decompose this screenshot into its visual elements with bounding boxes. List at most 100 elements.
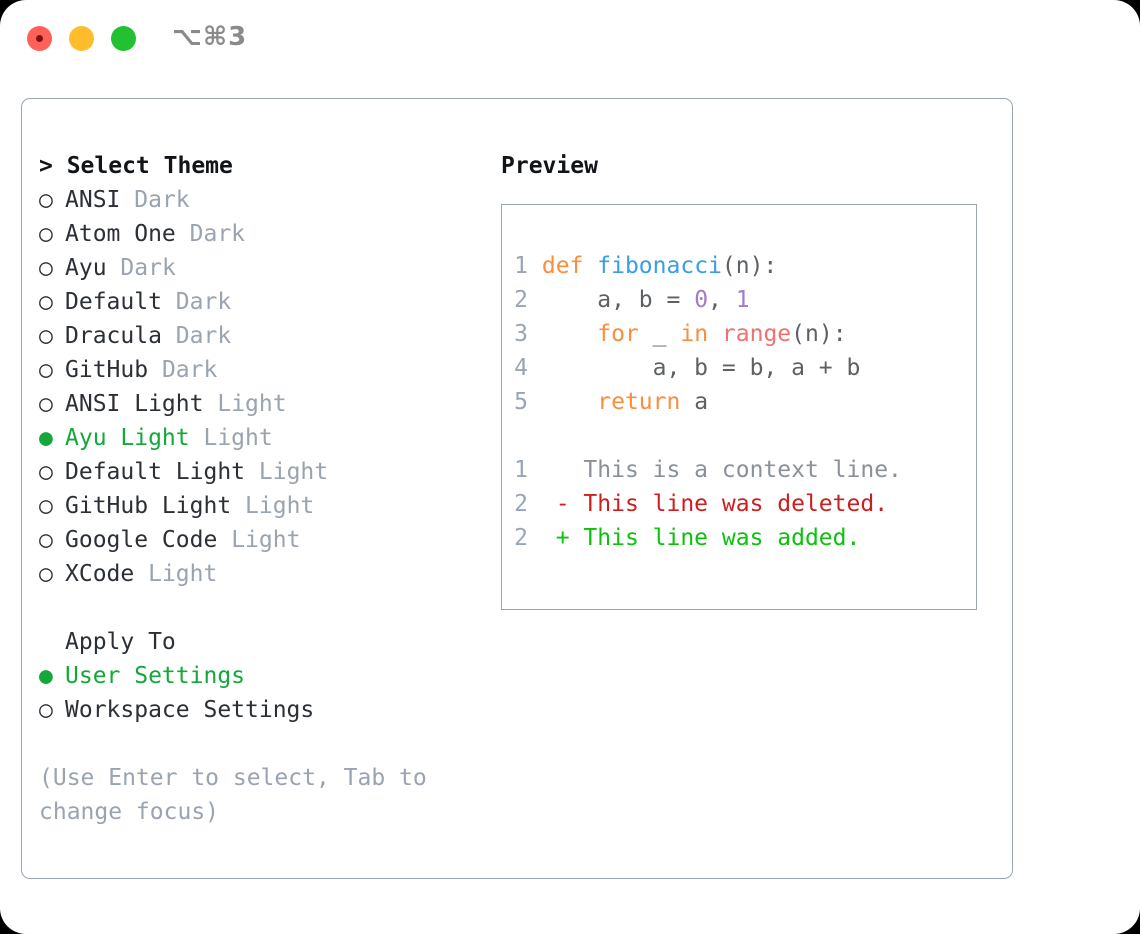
theme-option-label: Default Light (65, 459, 246, 485)
code-diff-separator (514, 419, 974, 453)
list-spacer (39, 591, 479, 625)
theme-option-label: ANSI (65, 187, 121, 213)
radio-unselected-icon: ○ (39, 697, 53, 723)
theme-option[interactable]: ○Default Light Light (39, 455, 479, 489)
diff-line-text: This line was deleted. (583, 491, 889, 517)
code-token (542, 321, 597, 347)
preview-title: Preview (501, 153, 598, 179)
radio-unselected-icon: ○ (39, 289, 53, 315)
select-theme-heading: > Select Theme (39, 153, 233, 179)
radio-unselected-icon: ○ (39, 391, 53, 417)
traffic-light-buttons (27, 26, 136, 51)
radio-unselected-icon: ○ (39, 221, 53, 247)
radio-unselected-icon: ○ (39, 561, 53, 587)
diff-line-number: 2 (514, 525, 528, 551)
theme-variant-badge: Light (217, 391, 287, 417)
code-token: (n): (791, 321, 847, 347)
theme-option[interactable]: ○ GitHub Dark (39, 353, 479, 387)
apply-to-option[interactable]: ○ Workspace Settings (39, 693, 479, 727)
code-line: 5 return a (514, 385, 974, 419)
theme-list[interactable]: ○ANSI Dark○Atom One Dark○Ayu Dark○Defaul… (39, 183, 479, 591)
diff-marker (556, 457, 584, 483)
theme-option-label: Default (65, 289, 162, 315)
apply-to-option[interactable]: ● User Settings (39, 659, 479, 693)
code-token (542, 389, 597, 415)
radio-unselected-icon: ○ (39, 357, 53, 383)
theme-variant-badge: Light (245, 493, 315, 519)
apply-to-heading: Apply To (39, 625, 479, 659)
diff-line-text: This line was added. (583, 525, 861, 551)
code-line: 4 a, b = b, a + b (514, 351, 974, 385)
code-token: a (680, 389, 709, 415)
theme-option-label: XCode (65, 561, 135, 587)
theme-option[interactable]: ○ XCode Light (39, 557, 479, 591)
apply-to-list[interactable]: ● User Settings ○ Workspace Settings (39, 659, 479, 727)
close-button[interactable] (27, 26, 52, 51)
diff-line: 2 - This line was deleted. (514, 487, 974, 521)
radio-unselected-icon: ○ (39, 187, 53, 213)
code-line: 1 def fibonacci(n): (514, 249, 974, 283)
theme-option[interactable]: ○ Default Dark (39, 285, 479, 319)
radio-selected-icon: ● (39, 663, 53, 689)
code-token: 0 (694, 287, 709, 313)
theme-picker-column: > Select Theme ○ANSI Dark○Atom One Dark○… (39, 149, 479, 829)
minimize-button[interactable] (69, 26, 94, 51)
theme-option[interactable]: ○ ANSI Dark (39, 183, 479, 217)
theme-option-label: Ayu (65, 255, 107, 281)
code-token: fibonacci (597, 253, 722, 279)
theme-variant-badge: Dark (161, 357, 218, 383)
code-token: def (541, 253, 584, 279)
theme-option[interactable]: ○ANSI Light Light (39, 387, 479, 421)
code-line-number: 2 (514, 287, 528, 313)
theme-variant-badge: Dark (134, 187, 190, 213)
apply-to-heading-indent (39, 625, 65, 659)
apply-to-option-label: User Settings (65, 663, 246, 689)
keyboard-hint: (Use Enter to select, Tab to change focu… (39, 765, 441, 825)
radio-unselected-icon: ○ (39, 527, 53, 553)
theme-option-label: Ayu Light (65, 425, 190, 451)
code-line-number: 1 (514, 253, 528, 279)
code-token: return (597, 389, 681, 415)
theme-option-label: GitHub (65, 357, 149, 383)
code-token: 1 (735, 287, 750, 313)
code-line: 2 a, b = 0, 1 (514, 283, 974, 317)
theme-option-label: Atom One (65, 221, 176, 247)
main-panel: > Select Theme ○ANSI Dark○Atom One Dark○… (21, 98, 1013, 879)
theme-option[interactable]: ○ Google Code Light (39, 523, 479, 557)
theme-option-label: Dracula (65, 323, 162, 349)
code-token: range (721, 321, 792, 347)
theme-variant-badge: Light (231, 527, 301, 553)
keyboard-shortcut-label: ⌥⌘3 (172, 22, 248, 52)
theme-variant-badge: Dark (175, 289, 232, 315)
preview-column: Preview 1 def fibonacci(n):2 a, b = 0, 1… (501, 149, 991, 610)
theme-option[interactable]: ●Ayu Light Light (39, 421, 479, 455)
radio-unselected-icon: ○ (39, 493, 53, 519)
diff-marker: + (555, 525, 584, 551)
apply-to-option-label: Workspace Settings (65, 697, 315, 723)
code-token: for (597, 321, 639, 347)
code-token (708, 321, 722, 347)
code-token: in (680, 321, 709, 347)
window-titlebar: ⌥⌘3 (0, 0, 1140, 78)
zoom-button[interactable] (111, 26, 136, 51)
diff-line-number: 1 (514, 457, 528, 483)
apply-to-heading-label: Apply To (65, 629, 176, 655)
diff-line: 2 + This line was added. (514, 521, 974, 555)
theme-option[interactable]: ○Ayu Dark (39, 251, 479, 285)
diff-marker: - (555, 491, 584, 517)
theme-option[interactable]: ○GitHub Light Light (39, 489, 479, 523)
theme-option-label: Google Code (65, 527, 218, 553)
theme-option[interactable]: ○Dracula Dark (39, 319, 479, 353)
code-line-number: 3 (514, 321, 528, 347)
code-token: , (708, 287, 736, 313)
code-token: _ (638, 321, 681, 347)
theme-variant-badge: Light (148, 561, 218, 587)
code-token: a, b = (541, 287, 695, 313)
theme-option[interactable]: ○Atom One Dark (39, 217, 479, 251)
code-token: (n): (721, 253, 778, 279)
radio-selected-icon: ● (39, 425, 53, 451)
diff-line-number: 2 (514, 491, 528, 517)
